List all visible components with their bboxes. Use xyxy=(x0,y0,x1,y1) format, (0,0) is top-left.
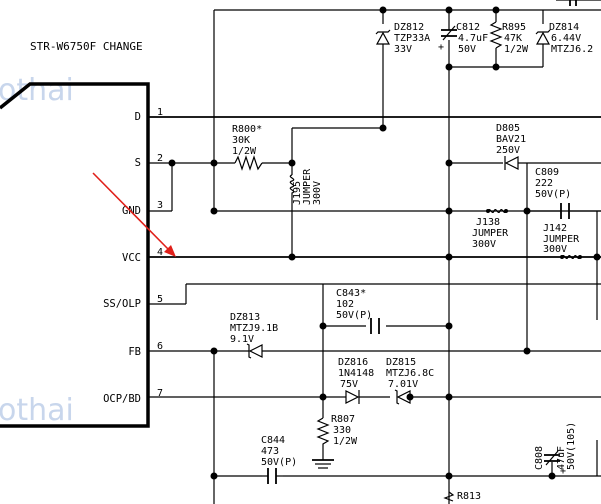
c808-plus: + xyxy=(560,466,566,477)
dz816-diode xyxy=(340,390,390,404)
c808-label: C808 xyxy=(534,446,545,470)
dz813-zener xyxy=(230,343,263,359)
dz812-label: DZ812 xyxy=(394,22,424,33)
c844-voltage: 50V(P) xyxy=(261,457,297,468)
d805-voltage: 250V xyxy=(496,145,520,156)
c809-value: 222 xyxy=(535,178,553,189)
ic-pin-labels: D S GND VCC SS/OLP FB OCP/BD xyxy=(103,111,141,405)
c812-voltage: 50V xyxy=(458,44,476,55)
j138-type: JUMPER xyxy=(472,228,509,239)
r895-power: 1/2W xyxy=(504,44,529,55)
r807-value: 330 xyxy=(333,425,351,436)
c812-plus: + xyxy=(438,42,444,53)
c808-values-group: 47uF 50V(105) xyxy=(556,422,577,470)
pin-number-1: 1 xyxy=(157,107,163,118)
r807-power: 1/2W xyxy=(333,436,358,447)
j142-voltage: 300V xyxy=(543,244,567,255)
dz813-voltage: 9.1V xyxy=(230,334,254,345)
c808-label-group: C808 xyxy=(534,446,545,470)
r800-value: 30K xyxy=(232,135,250,146)
ic-pin-numbers: 1 2 3 4 5 6 7 xyxy=(157,107,163,399)
c844-value: 473 xyxy=(261,446,279,457)
dz814-zener xyxy=(535,29,551,45)
c809-label: C809 xyxy=(535,167,559,178)
pin-number-6: 6 xyxy=(157,341,163,352)
dz816-voltage: 75V xyxy=(340,379,358,390)
c843-value: 102 xyxy=(336,299,354,310)
ground-symbol xyxy=(312,459,334,469)
dz815-type: MTZJ6.8C xyxy=(386,368,434,379)
j142-label: J142 xyxy=(543,223,567,234)
r895-value: 47K xyxy=(504,33,522,44)
pin-name-ocp-bd: OCP/BD xyxy=(103,393,141,405)
r807-label: R807 xyxy=(331,414,355,425)
dz812-type: TZP33A xyxy=(394,33,430,44)
pin-name-fb: FB xyxy=(128,346,141,358)
c844-label: C844 xyxy=(261,435,285,446)
dz816-type: 1N4148 xyxy=(338,368,374,379)
c812-label: C812 xyxy=(456,22,480,33)
c808-value: 47uF xyxy=(556,446,567,470)
dz814-label: DZ814 xyxy=(549,22,579,33)
dz813-type: MTZJ9.1B xyxy=(230,323,278,334)
r807-resistor xyxy=(316,417,330,460)
ic-change-title: STR-W6750F CHANGE xyxy=(30,40,143,53)
j195-voltage: 300V xyxy=(312,181,323,205)
r895-label: R895 xyxy=(502,22,526,33)
dz813-label: DZ813 xyxy=(230,312,260,323)
c808-capacitor xyxy=(544,450,560,466)
dz812-zener xyxy=(375,29,391,45)
watermark-top: othai xyxy=(0,73,74,108)
dz815-label: DZ815 xyxy=(386,357,416,368)
c843-label: C843* xyxy=(336,288,366,299)
c808-voltage: 50V(105) xyxy=(566,422,577,470)
j195-label-group: J195 JUMPER 300V xyxy=(292,168,323,205)
j142-type: JUMPER xyxy=(543,234,580,245)
j138-label: J138 xyxy=(476,217,500,228)
pin-name-ss-olp: SS/OLP xyxy=(103,298,141,310)
d805-diode xyxy=(504,156,519,170)
ic-outline xyxy=(0,82,150,428)
wiring xyxy=(148,0,601,504)
r813-label: R813 xyxy=(457,491,481,502)
pin-number-5: 5 xyxy=(157,294,163,305)
j195-type: JUMPER xyxy=(302,168,313,205)
pin-number-7: 7 xyxy=(157,388,163,399)
dz814-voltage: 6.44V xyxy=(551,33,581,44)
d805-type: BAV21 xyxy=(496,134,526,145)
watermark-bottom: othai xyxy=(0,393,74,428)
r813-resistor xyxy=(443,491,455,502)
pin-number-4: 4 xyxy=(157,247,163,258)
c812-value: 4.7uF xyxy=(458,33,488,44)
c843-voltage: 50V(P) xyxy=(336,310,372,321)
dz816-label: DZ816 xyxy=(338,357,368,368)
junction-dots xyxy=(168,6,601,480)
r800-power: 1/2W xyxy=(232,146,257,157)
pin-number-3: 3 xyxy=(157,200,163,211)
pin-name-d: D xyxy=(135,111,141,123)
dz812-voltage: 33V xyxy=(394,44,412,55)
pin-name-vcc: VCC xyxy=(122,252,141,264)
j195-jumper xyxy=(289,174,295,197)
c809-voltage: 50V(P) xyxy=(535,189,571,200)
r800-label: R800* xyxy=(232,124,262,135)
dz815-zener xyxy=(394,389,411,405)
pin-name-s: S xyxy=(135,157,141,169)
j142-jumper xyxy=(561,254,581,260)
d805-label: D805 xyxy=(496,123,520,134)
pin-number-2: 2 xyxy=(157,153,163,164)
r800-resistor xyxy=(234,155,263,171)
j195-label: J195 xyxy=(292,181,303,205)
c812-capacitor xyxy=(441,25,457,41)
r895-resistor xyxy=(489,21,503,49)
j138-jumper xyxy=(487,208,507,214)
dz814-type: MTZJ6.2 xyxy=(551,44,593,55)
dz815-voltage: 7.01V xyxy=(388,379,418,390)
j138-voltage: 300V xyxy=(472,239,496,250)
annotation-arrow xyxy=(92,172,176,257)
